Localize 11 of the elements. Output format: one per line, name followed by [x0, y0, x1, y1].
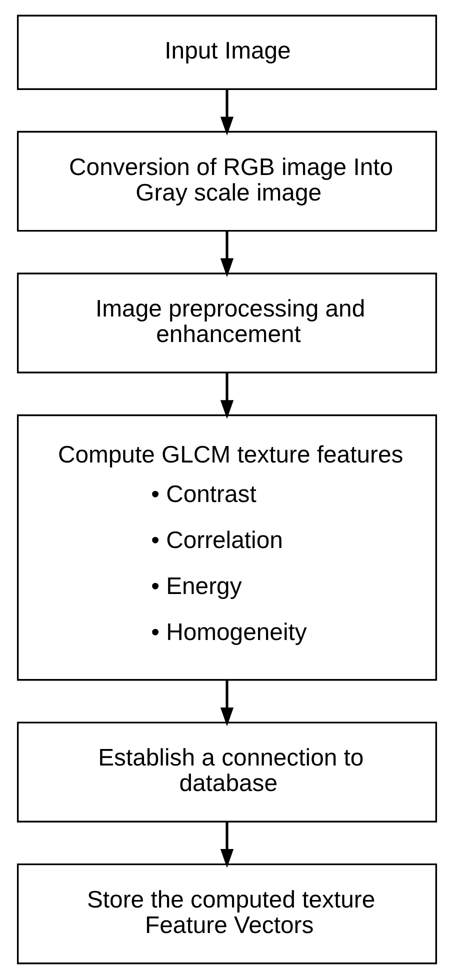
arrow [220, 372, 234, 419]
arrow [220, 680, 234, 726]
node-box: Store the computed texture Feature Vectors [16, 863, 437, 964]
node-box: Input Image [16, 14, 437, 90]
arrow [220, 822, 234, 868]
node-box: Compute GLCM texture features • Contrast • Correlation • Energy • Homogeneity [16, 414, 437, 681]
node-box: Establish a connection to database [16, 722, 437, 822]
arrow [220, 231, 234, 278]
node-box: Image preprocessing and enhancement [16, 272, 437, 374]
arrow [220, 90, 234, 136]
node-box: Conversion of RGB image Into Gray scale image [16, 130, 437, 232]
